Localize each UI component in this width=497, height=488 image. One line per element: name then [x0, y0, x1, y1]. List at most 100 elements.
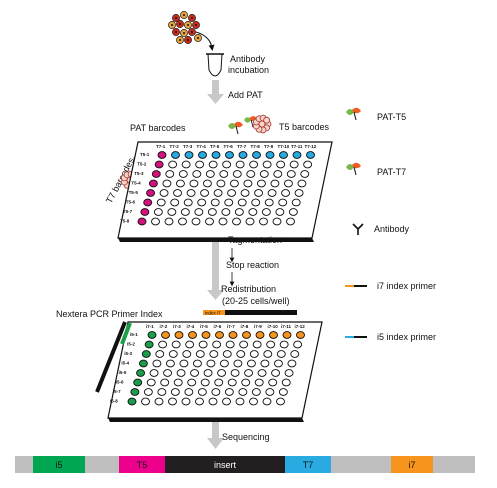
plate-well	[275, 208, 285, 216]
plate-well	[178, 170, 188, 178]
plate-well	[182, 350, 192, 358]
plate-well	[273, 359, 283, 368]
cell-nucleus-icon	[175, 31, 177, 33]
cell-nucleus-icon	[197, 37, 199, 39]
cell-nucleus-icon	[187, 24, 189, 26]
plate-row-label: i5-8	[110, 399, 118, 404]
plate-well	[165, 359, 175, 368]
plate-well	[271, 369, 281, 377]
plate-well	[141, 397, 150, 406]
plate-well	[164, 217, 174, 226]
plate-well	[234, 208, 244, 216]
plate-well	[158, 340, 168, 349]
plate-well	[261, 208, 271, 216]
plate-row-label: T5-2	[137, 162, 147, 167]
cell-nucleus-icon	[183, 14, 185, 16]
plate-well	[168, 397, 177, 406]
plate-well	[215, 331, 224, 339]
plate-well	[130, 388, 140, 396]
plate-well	[171, 151, 180, 159]
sequence-segment-label: T7	[303, 460, 314, 470]
plate-well	[290, 350, 300, 358]
plate-well	[256, 179, 266, 188]
plate-well	[227, 378, 237, 387]
plate-well	[279, 151, 288, 159]
nextera-label: Nextera PCR Primer Index	[56, 309, 163, 319]
plate-well	[160, 378, 170, 387]
plate-well	[242, 331, 251, 339]
plate-well	[216, 179, 226, 188]
plate-column-label: T7-12	[305, 144, 317, 149]
plate-column-label: i7-10	[268, 324, 279, 329]
plate-well	[159, 189, 169, 197]
index-i5-green-strip	[120, 322, 132, 345]
plate-well	[224, 198, 234, 207]
plate-well	[213, 189, 223, 197]
plate-well	[154, 397, 164, 406]
plate-well	[244, 369, 254, 377]
bound-antibody-cluster-icon	[252, 114, 272, 134]
plate-well	[184, 388, 194, 396]
legend-antibody-icon	[352, 223, 364, 235]
plate-well	[239, 340, 249, 349]
plate-well	[245, 217, 255, 226]
plate-well	[283, 179, 293, 188]
plate-well	[208, 160, 218, 169]
plate-well	[192, 359, 202, 368]
plate-row-label: i5-5	[119, 370, 127, 375]
plate-well	[230, 369, 240, 377]
plate-well	[294, 189, 304, 197]
sequence-segment	[331, 456, 391, 473]
plate-well	[289, 160, 299, 169]
plate-column-label: T7-5	[210, 144, 220, 149]
plate-well	[138, 359, 148, 368]
plate-well	[174, 331, 184, 339]
plate-well	[235, 160, 245, 169]
cell-nucleus-icon	[191, 17, 193, 19]
plate-well	[141, 350, 151, 358]
plate-well	[195, 397, 204, 406]
plate-well	[228, 331, 238, 339]
sequence-segment	[85, 456, 119, 473]
plate-well	[278, 198, 288, 207]
plate-well	[269, 331, 278, 339]
plate-well	[171, 340, 181, 349]
antibody-incubation-label-1: Antibody	[230, 54, 266, 64]
plate-column-label: i7-1	[146, 324, 154, 329]
plate-well	[259, 170, 269, 178]
plate-well	[249, 160, 259, 169]
plate-well	[248, 208, 258, 216]
plate-well	[281, 378, 291, 387]
plate-column-label: T7-1	[156, 144, 166, 149]
plate-well	[281, 189, 291, 197]
plate-well	[227, 189, 237, 197]
plate-row-label: i5-6	[116, 380, 124, 385]
plate-well	[170, 198, 180, 207]
plate-well	[197, 198, 207, 207]
plate-row-label: i5-4	[121, 361, 129, 366]
plate-column-label: i7-2	[160, 324, 168, 329]
plate-edge	[118, 238, 314, 242]
plate-well	[203, 369, 213, 377]
plate-column-label: T7-7	[237, 144, 247, 149]
plate-row-label: i5-1	[130, 332, 138, 337]
plate-well	[151, 217, 160, 226]
plate-well	[279, 340, 289, 349]
plate-well	[206, 359, 216, 368]
add-pat-label: Add PAT	[228, 90, 263, 100]
plate-well	[243, 179, 253, 188]
plate-well	[267, 189, 277, 197]
plate-well	[157, 388, 167, 396]
plate-well	[251, 388, 261, 396]
plate-well	[272, 217, 282, 226]
plate-column-label: T7-9	[264, 144, 274, 149]
plate-well	[286, 217, 295, 226]
plate-well	[143, 388, 153, 396]
plate-well	[190, 369, 200, 377]
plate-well	[246, 170, 256, 178]
plate-column-label: T7-4	[197, 144, 207, 149]
index-i7-orange-strip	[203, 310, 225, 315]
index-i7-black-strip	[225, 310, 297, 315]
plate-well	[224, 388, 234, 396]
plate-column-label: T7-6	[224, 144, 234, 149]
